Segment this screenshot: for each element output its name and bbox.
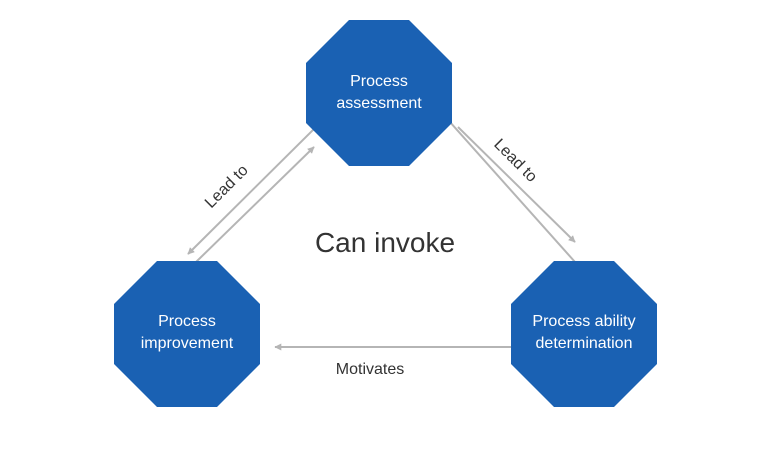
octagon-shape [511,261,657,407]
node-label-line2: assessment [336,95,422,112]
arrow-determination-to-assessment [440,111,576,263]
octagon-shape [114,261,260,407]
arrow-improvement-to-assessment [195,146,315,263]
arrow-assessment-to-improvement [187,124,319,255]
node-process-improvement: Process improvement [114,261,260,407]
node-label-line2: determination [536,335,633,352]
edge-label-left-lead-to: Lead to [202,162,252,212]
node-label-line1: Process [158,313,216,330]
arrow-assessment-to-determination [457,126,576,243]
octagon-shape [306,20,452,166]
node-label-line1: Process [350,73,408,90]
center-label: Can invoke [315,227,455,258]
node-process-ability-determination: Process ability determination [511,261,657,407]
node-process-assessment: Process assessment [306,20,452,166]
edge-label-motivates: Motivates [336,361,404,378]
edge-label-right-lead-to: Lead to [490,136,540,186]
node-label-line2: improvement [141,335,234,352]
node-label-line1: Process ability [532,313,635,330]
